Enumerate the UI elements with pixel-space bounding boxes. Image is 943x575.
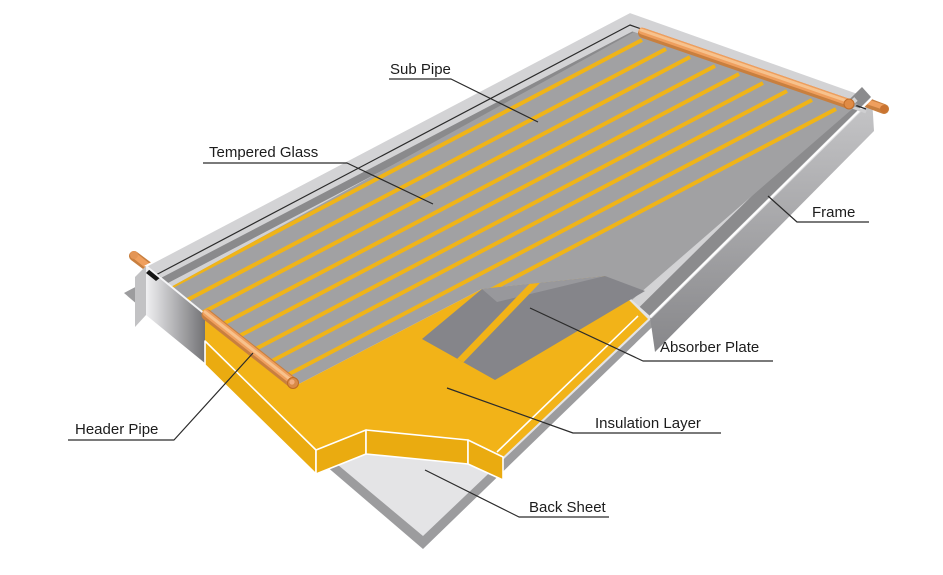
back-sheet-leader bbox=[424, 469, 609, 518]
frame-cross-section-edge bbox=[145, 265, 207, 316]
insulation-layer-label: Insulation Layer bbox=[595, 415, 701, 432]
sub-pipe-leader bbox=[389, 78, 539, 123]
seal-cross-section bbox=[146, 269, 161, 281]
header-pipe-leader bbox=[68, 352, 254, 441]
outlet-pipe-stub bbox=[863, 98, 889, 114]
tempered-glass-leader bbox=[203, 162, 434, 205]
back-sheet-label: Back Sheet bbox=[529, 499, 607, 516]
label-absorber-plate: Absorber Plate bbox=[529, 307, 773, 362]
frame-leader bbox=[767, 195, 869, 223]
sub-pipe-label: Sub Pipe bbox=[390, 61, 451, 78]
label-frame: Frame bbox=[767, 195, 869, 223]
label-tempered-glass: Tempered Glass bbox=[203, 144, 434, 205]
header-pipe-cap-face bbox=[289, 379, 295, 385]
frame-side-panel bbox=[650, 98, 874, 352]
sub-pipe-line bbox=[160, 38, 643, 367]
absorber-tube-stripe bbox=[455, 278, 540, 366]
header-stub-cap bbox=[130, 251, 138, 259]
frame-label: Frame bbox=[812, 204, 855, 221]
label-insulation-layer: Insulation Layer bbox=[446, 387, 721, 434]
frame-cross-section-rail bbox=[135, 266, 146, 327]
label-header-pipe: Header Pipe bbox=[68, 352, 254, 441]
sub-pipe-line bbox=[191, 98, 813, 385]
label-sub-pipe: Sub Pipe bbox=[389, 61, 539, 123]
insulation-layer-leader bbox=[446, 387, 721, 434]
sub-pipe-line bbox=[160, 47, 667, 376]
tempered-glass-surface bbox=[160, 32, 858, 385]
insulation-front-faces bbox=[204, 340, 504, 481]
header-pipe bbox=[201, 309, 299, 389]
absorber-under-glass-shade bbox=[482, 276, 605, 302]
absorber-plate-label: Absorber Plate bbox=[660, 339, 759, 356]
label-back-sheet: Back Sheet bbox=[424, 469, 609, 518]
outlet-stub-cap bbox=[880, 105, 888, 113]
tempered-glass-label: Tempered Glass bbox=[209, 144, 318, 161]
frame-cross-section bbox=[135, 265, 207, 364]
upper-header-pipe bbox=[638, 27, 855, 110]
absorber-plate-leader bbox=[529, 307, 773, 362]
header-pipe-label: Header Pipe bbox=[75, 421, 158, 438]
upper-header-pipe-cap bbox=[843, 98, 855, 110]
frame-cross-section-face bbox=[146, 266, 206, 364]
insulation-cut-line bbox=[496, 315, 639, 453]
absorber-plate bbox=[422, 276, 645, 380]
absorber-plate-surface bbox=[422, 276, 645, 380]
insulation-face bbox=[467, 439, 504, 481]
